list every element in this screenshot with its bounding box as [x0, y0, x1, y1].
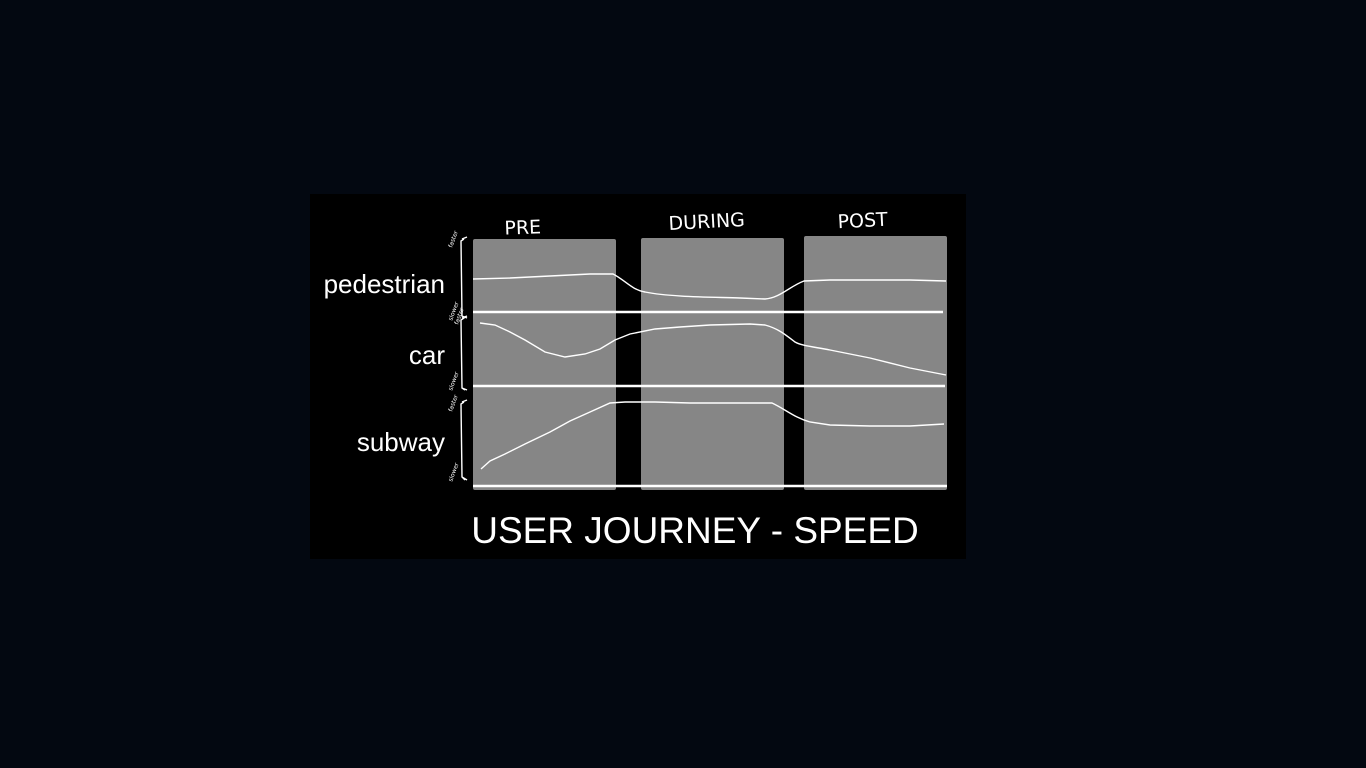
speed-line-subway — [480, 401, 945, 470]
diagram-title: USER JOURNEY - SPEED — [471, 510, 919, 551]
row-label-subway: subway — [357, 427, 445, 457]
axis-bracket-subway — [460, 399, 468, 481]
panel-during — [641, 238, 784, 490]
panel-pre — [473, 239, 616, 490]
row-label-pedestrian: pedestrian — [324, 269, 445, 299]
speed-line-car — [479, 322, 947, 376]
panel-post — [804, 236, 947, 490]
row-label-car: car — [409, 340, 445, 370]
phase-label-during: DURING — [668, 209, 745, 235]
axis-bracket-car — [460, 315, 468, 391]
speed-line-pedestrian — [472, 273, 947, 300]
phase-label-pre: PRE — [504, 216, 541, 239]
user-journey-speed-diagram: PRE DURING POST pedestrian car subway fa… — [310, 194, 966, 559]
phase-label-post: POST — [837, 209, 889, 234]
